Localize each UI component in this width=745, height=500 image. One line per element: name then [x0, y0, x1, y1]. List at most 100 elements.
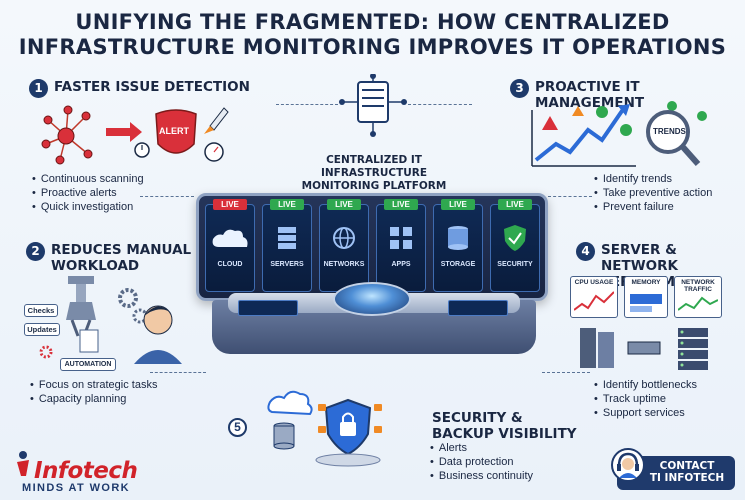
server-icon [278, 227, 296, 249]
company-tagline: MINDS AT WORK [22, 482, 131, 494]
section-4-title-line-2: PERFORMANCE [601, 274, 745, 290]
platform-label: CENTRALIZED IT INFRASTRUCTURE MONITORING… [274, 154, 474, 193]
gear-icon [118, 288, 138, 308]
list-item: Capacity planning [30, 392, 157, 406]
network-nodes-icon [41, 105, 229, 165]
section-3-number: 3 [510, 79, 529, 98]
page-title: UNIFYING THE FRAGMENTED: HOW CENTRALIZED… [0, 10, 745, 60]
central-server-icon [339, 74, 407, 137]
connector-line [542, 372, 590, 373]
cpu-usage-label: CPU USAGE [574, 279, 614, 286]
connector-line [548, 196, 592, 197]
list-item: Focus on strategic tasks [30, 378, 158, 392]
section-2-title-line-2: WORKLOAD [51, 258, 140, 274]
section-4-bullets: Identify bottlenecks Track uptime Suppor… [594, 378, 697, 420]
live-badge: LIVE [213, 199, 247, 210]
platform-label-line-1: CENTRALIZED IT INFRASTRUCTURE [320, 154, 428, 179]
section-5-bullets: Alerts Data protection Business continui… [430, 441, 533, 483]
section-3-bullets: Identify trends Take preventive action P… [594, 172, 712, 214]
magnifier-icon [646, 110, 690, 154]
live-badge: LIVE [327, 199, 361, 210]
section-1-title: FASTER ISSUE DETECTION [54, 79, 250, 95]
panel-storage[interactable]: LIVE STORAGE [433, 199, 483, 292]
section-2-title-line-1: REDUCES MANUAL [51, 242, 192, 258]
network-traffic-label: NETWORK TRAFFIC [681, 279, 715, 293]
lock-icon [340, 422, 356, 436]
panel-label: SECURITY [497, 261, 533, 268]
monitoring-dashboard: LIVE CLOUD LIVE SERVERS LIVE NETWORKS LI… [196, 193, 548, 301]
list-item: Alerts [430, 441, 533, 455]
logo-figure-icon [17, 451, 29, 476]
list-item: Identify trends [594, 172, 712, 186]
panel-networks[interactable]: LIVE NETWORKS [319, 199, 369, 292]
section-5-heading: SECURITY & BACKUP VISIBILITY [432, 410, 577, 442]
list-item: Continuous scanning [32, 172, 144, 186]
section-5-number: 5 [228, 418, 247, 437]
memory-label: MEMORY [631, 279, 661, 286]
section-2-heading: 2 REDUCES MANUAL WORKLOAD [26, 242, 191, 274]
platform-label-line-2: MONITORING PLATFORM [301, 180, 447, 192]
trends-label: TRENDS [653, 127, 686, 136]
section-2-bullets: Focus on strategic tasks Capacity planni… [30, 378, 158, 406]
desk-screen [448, 300, 508, 316]
contact-line-2: TI INFOTECH [649, 472, 725, 484]
robotic-arm-icon [39, 276, 182, 364]
list-item: Take preventive action [594, 186, 712, 200]
globe-icon [333, 227, 355, 249]
contact-line-1: CONTACT [659, 460, 715, 472]
connector-line [276, 104, 338, 105]
connector-line [140, 196, 194, 197]
section-1-heading: 1 FASTER ISSUE DETECTION [29, 79, 250, 98]
check-icon [596, 106, 608, 118]
live-badge: LIVE [270, 199, 304, 210]
list-item: Identify bottlenecks [594, 378, 697, 392]
security-backup-icon [267, 390, 382, 467]
live-badge: LIVE [384, 199, 418, 210]
section-5-title-line-2: BACKUP VISIBILITY [432, 426, 577, 442]
panel-label: SERVERS [270, 261, 304, 268]
list-item: Track uptime [594, 392, 697, 406]
section-1-bullets: Continuous scanning Proactive alerts Qui… [32, 172, 144, 214]
list-item: Proactive alerts [32, 186, 144, 200]
list-item: Quick investigation [32, 200, 144, 214]
company-logo: Infotech [34, 458, 138, 484]
trend-chart-icon [531, 101, 707, 167]
panel-servers[interactable]: LIVE SERVERS [262, 199, 312, 292]
alert-shield-label: ALERT [159, 126, 189, 136]
panel-label: NETWORKS [323, 261, 365, 268]
panel-label: CLOUD [217, 261, 243, 268]
title-line-2: INFRASTRUCTURE MONITORING IMPROVES IT OP… [18, 35, 727, 59]
panel-label: STORAGE [440, 261, 476, 268]
shield-icon [504, 225, 526, 251]
section-5-title-line-1: SECURITY & [432, 410, 523, 426]
panel-cloud[interactable]: LIVE CLOUD [205, 199, 255, 292]
desk-screen [238, 300, 298, 316]
memory-card: MEMORY [624, 276, 668, 318]
section-4-number: 4 [576, 242, 595, 261]
database-icon [448, 226, 468, 250]
section-3-heading: 3 PROACTIVE IT MANAGEMENT [510, 79, 745, 111]
warning-icon [542, 116, 558, 130]
list-item: Data protection [430, 455, 533, 469]
section-4-title-line-1: SERVER & NETWORK [601, 242, 678, 274]
section-1-number: 1 [29, 79, 48, 98]
title-line-1: UNIFYING THE FRAGMENTED: HOW CENTRALIZED [75, 10, 670, 34]
panel-security[interactable]: LIVE SECURITY [490, 199, 540, 292]
panel-label: APPS [391, 261, 411, 268]
network-switch-icon [627, 341, 661, 355]
section-3-title: PROACTIVE IT MANAGEMENT [535, 79, 645, 111]
cpu-usage-card: CPU USAGE [570, 276, 618, 318]
central-orb [333, 282, 411, 316]
list-item: Prevent failure [594, 200, 712, 214]
tag-updates: Updates [24, 323, 60, 336]
connector-line [408, 104, 472, 105]
panel-apps[interactable]: LIVE APPS [376, 199, 426, 292]
server-rack-icon [580, 328, 708, 370]
connector-line [150, 372, 206, 373]
headset-icon [611, 448, 645, 482]
tag-checks: Checks [24, 304, 58, 317]
live-badge: LIVE [498, 199, 532, 210]
tag-automation: AUTOMATION [60, 358, 116, 371]
cloud-backup-icon [267, 390, 313, 416]
section-2-number: 2 [26, 242, 45, 261]
